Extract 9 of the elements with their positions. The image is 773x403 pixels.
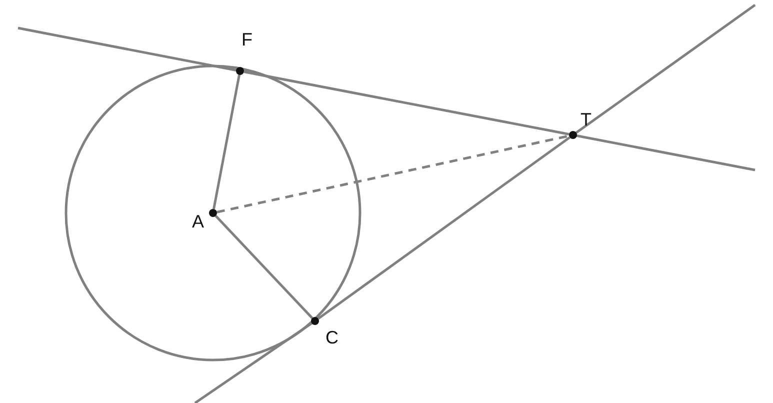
point-label: A	[192, 212, 204, 232]
dashed-line	[216, 134, 570, 214]
point-label: T	[580, 110, 592, 130]
line-segment	[214, 215, 314, 319]
point-label: C	[326, 328, 338, 348]
point-label: F	[242, 30, 252, 50]
line-segment	[318, 136, 570, 320]
line-segment	[212, 74, 240, 210]
line-segment	[244, 70, 570, 136]
